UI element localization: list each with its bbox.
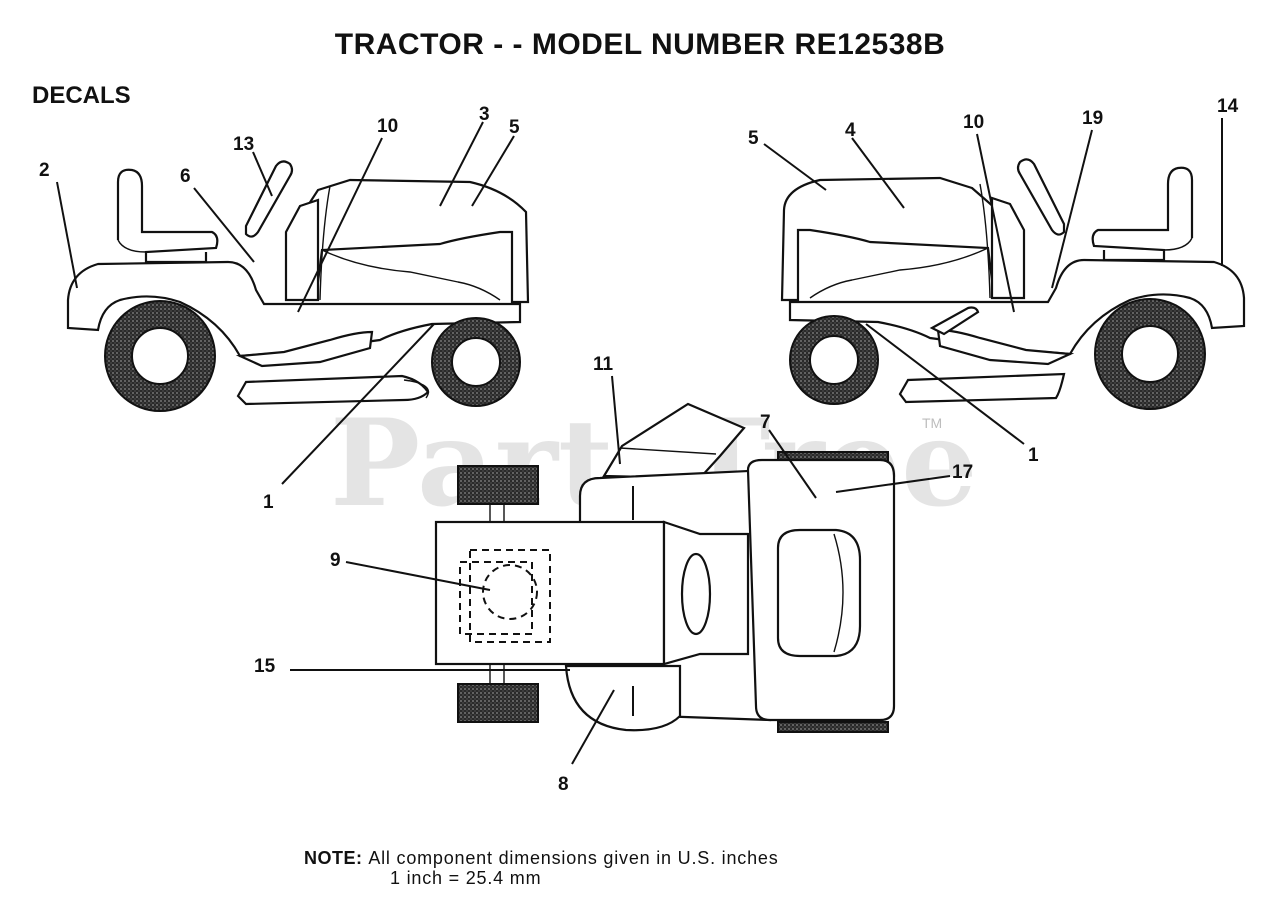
side-rail (235, 330, 374, 368)
callout-1: 1 (1028, 445, 1039, 466)
dimension-note: NOTE: All component dimensions given in … (304, 848, 779, 888)
seat (1091, 166, 1194, 262)
leader-lines (56, 118, 1223, 765)
hood (288, 178, 530, 304)
rear-right-tire (457, 683, 539, 723)
callout-4: 4 (845, 120, 856, 141)
front-right-tire (777, 721, 889, 733)
callout-15: 15 (254, 656, 276, 677)
callout-1: 1 (263, 492, 274, 513)
tractor-top-view (434, 402, 896, 733)
note-label: NOTE: (304, 848, 363, 868)
lift-lever (929, 306, 980, 336)
callout-5: 5 (509, 117, 520, 138)
callout-14: 14 (1217, 96, 1239, 117)
callout-10: 10 (377, 116, 398, 137)
steering-wheel (244, 160, 294, 238)
page-title: TRACTOR - - MODEL NUMBER RE12538B (334, 28, 946, 61)
steering-column (990, 196, 1026, 300)
callout-10: 10 (963, 112, 984, 133)
watermark-tm: TM (922, 415, 942, 431)
callout-9: 9 (330, 550, 341, 571)
note-line-1: All component dimensions given in U.S. i… (368, 848, 779, 868)
steering-column (284, 198, 320, 302)
tractor-right-view (780, 158, 1246, 410)
callout-6: 6 (180, 166, 191, 187)
seat-outline (469, 549, 551, 643)
hood (780, 176, 1022, 302)
callout-8: 8 (558, 774, 569, 795)
mower-deck (236, 374, 430, 406)
callout-numbers: 2 6 13 10 3 5 1 5 4 10 19 14 1 11 7 17 9… (39, 96, 1239, 795)
callout-7: 7 (760, 412, 771, 433)
callout-17: 17 (952, 462, 973, 483)
mower-deck (898, 372, 1066, 404)
section-heading: DECALS (32, 82, 131, 109)
callout-19: 19 (1082, 108, 1103, 129)
callout-11: 11 (593, 354, 614, 375)
callout-2: 2 (39, 160, 50, 181)
side-rail (936, 328, 1075, 366)
tractor-left-view (66, 160, 530, 412)
deck-bottom-bulge (564, 664, 682, 732)
rear-left-tire (457, 465, 539, 505)
callout-3: 3 (479, 104, 490, 125)
note-line-2: 1 inch = 25.4 mm (390, 868, 542, 888)
callout-13: 13 (233, 134, 254, 155)
headlight-panel (776, 528, 862, 658)
steering-wheel (1016, 158, 1066, 236)
callout-5: 5 (748, 128, 759, 149)
seat (116, 168, 219, 264)
